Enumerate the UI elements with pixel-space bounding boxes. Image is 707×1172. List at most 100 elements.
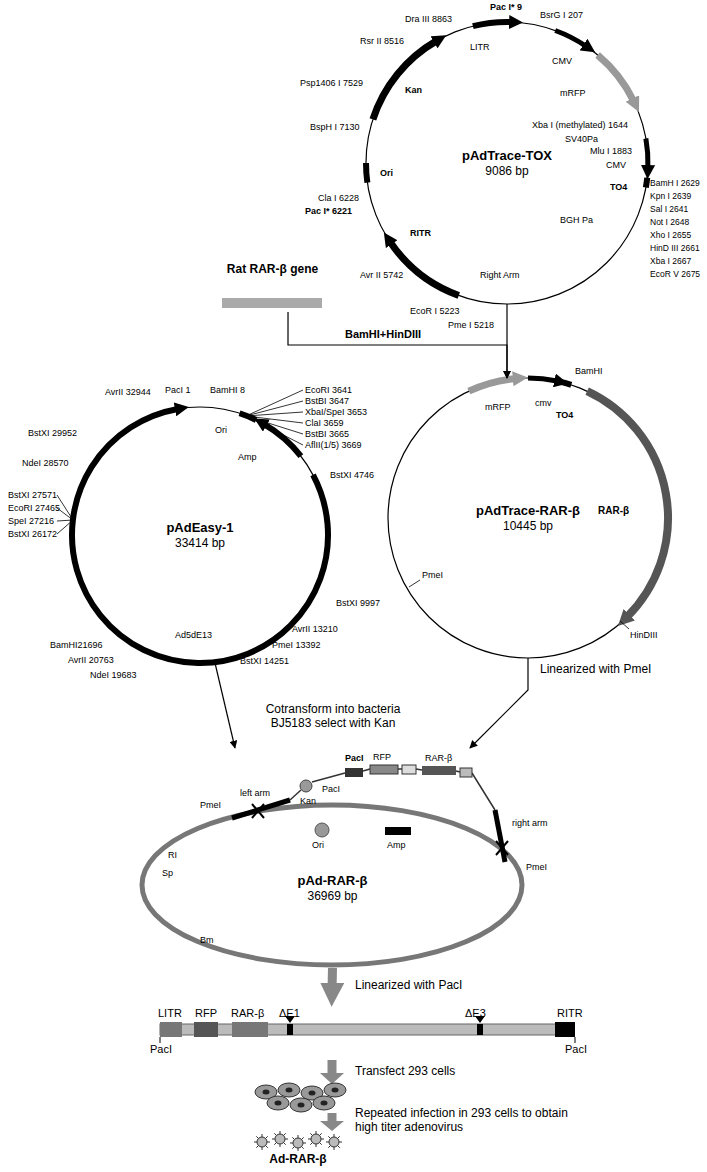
gene-arc — [598, 55, 634, 101]
site-ticks — [409, 580, 629, 629]
node-text: 10445 bp — [503, 519, 553, 533]
gene-arc — [646, 139, 648, 168]
site-label: EcoRI 27465 — [8, 503, 60, 514]
node-text: 36969 bp — [307, 889, 357, 903]
site-label: Not I 2648 — [650, 217, 689, 227]
plasmid-map: pAdTrace-RAR-β10445 bp — [388, 378, 668, 658]
site-label: Rsr II 8516 — [360, 36, 404, 47]
gene-arc — [555, 31, 586, 47]
drawing-part — [477, 1024, 483, 1035]
gene-arc — [390, 242, 459, 296]
site-label: BGH Pa — [560, 215, 593, 226]
plasmid-rings — [72, 22, 668, 663]
site-label: left arm — [240, 788, 270, 799]
feature-label: PacI — [150, 1043, 172, 1056]
ori-symbol — [315, 823, 329, 837]
plasmid-map: pAdEasy-133414 bp — [72, 407, 328, 663]
drawing-part — [326, 1134, 342, 1150]
edge-label: Linearized with PacI — [355, 978, 462, 992]
site-label: Sal I 2641 — [650, 204, 688, 214]
drawing-part — [254, 1134, 270, 1150]
site-label: Bm — [200, 935, 214, 946]
step-label: Transfect 293 cells — [355, 1064, 455, 1078]
feature-label: RAR-β — [231, 1007, 264, 1020]
site-label: EcoR V 2675 — [650, 269, 700, 279]
node-text: pAd-RAR-β — [297, 873, 367, 889]
site-label: Pac I* 9 — [490, 2, 522, 13]
site-label: mRFP — [485, 402, 511, 413]
gene-arc — [373, 41, 437, 120]
gene-arc — [528, 378, 557, 381]
site-label: EcoR I 5223 — [410, 306, 460, 317]
site-label: EcoRI 3641 — [305, 385, 352, 396]
site-label: XbaI/SpeI 3653 — [305, 407, 367, 418]
node-text: pAdTrace-TOX — [462, 148, 552, 164]
site-label: PacI — [322, 784, 340, 795]
gene-arc — [473, 22, 512, 26]
node-text: Rat RAR-β gene — [227, 262, 318, 276]
site-label: BstBI 3665 — [305, 429, 349, 440]
site-label: NdeI 19683 — [90, 670, 137, 681]
gene-bar — [222, 298, 322, 308]
site-label: PacI 1 — [165, 385, 191, 396]
step-arrow — [328, 1113, 337, 1122]
node-text: 33414 bp — [175, 536, 225, 550]
gene-arc — [646, 178, 647, 188]
site-label: BstXI 14251 — [240, 656, 289, 667]
drawing-part — [402, 765, 416, 774]
gene-arc — [264, 424, 301, 456]
site-label: Sp — [162, 868, 173, 879]
site-label: AvrII 20763 — [68, 655, 114, 666]
feature-label: ΔE3 — [465, 1007, 486, 1020]
rar-cassette — [422, 766, 456, 775]
site-label: BstXI 9997 — [336, 598, 380, 609]
site-label: Ori — [312, 840, 324, 851]
site-label: cmv — [535, 398, 552, 409]
site-label: LITR — [470, 42, 490, 53]
edge-label: Linearized with PmeI — [540, 662, 651, 676]
site-label: Kpn I 2639 — [650, 191, 691, 201]
site-label: BamHI 8 — [210, 385, 245, 396]
site-label: NdeI 28570 — [22, 458, 69, 469]
site-label: PmeI — [422, 570, 443, 581]
site-label: BstXI 4746 — [330, 470, 374, 481]
genome-band — [160, 1024, 560, 1035]
drawing-part — [278, 1083, 300, 1097]
site-label: Amp — [238, 452, 257, 463]
site-label: Cla I 6228 — [318, 193, 359, 204]
plasmid-ring — [142, 805, 522, 965]
site-label: Ad5dE13 — [175, 630, 212, 641]
site-leaders — [57, 390, 303, 534]
site-label: Xho I 2655 — [650, 230, 691, 240]
litr-box — [160, 1022, 182, 1037]
site-label: RAR-β — [598, 505, 629, 517]
node-text: pAdEasy-1 — [166, 520, 233, 536]
site-label: Kan — [405, 85, 422, 96]
plasmid-ring — [366, 22, 648, 304]
site-label: Amp — [387, 840, 406, 851]
feature-label: LITR — [158, 1007, 182, 1020]
site-label: Right Arm — [480, 270, 520, 281]
site-label: RAR-β — [425, 753, 452, 764]
kan-symbol — [300, 780, 312, 792]
drawing-part — [267, 1096, 289, 1110]
site-label: TO4 — [610, 182, 627, 193]
gene-arc — [366, 163, 367, 183]
site-label: HinDIII — [630, 630, 658, 641]
drawing-part — [287, 1024, 293, 1035]
product-label: Ad-RAR-β — [269, 1152, 326, 1166]
ritr-box — [555, 1022, 575, 1037]
drawing-part — [272, 1131, 288, 1147]
drawing-part — [460, 768, 472, 777]
drawing-part — [290, 1135, 306, 1151]
site-label: AvrII 32944 — [105, 387, 151, 398]
site-label: Kan — [300, 796, 316, 807]
site-label: Avr II 5742 — [360, 270, 403, 281]
site-label: BstBI 3647 — [305, 396, 349, 407]
gene-arc — [587, 391, 668, 617]
site-label: Mlu I 1883 — [590, 146, 632, 157]
site-label: mRFP — [560, 88, 586, 99]
